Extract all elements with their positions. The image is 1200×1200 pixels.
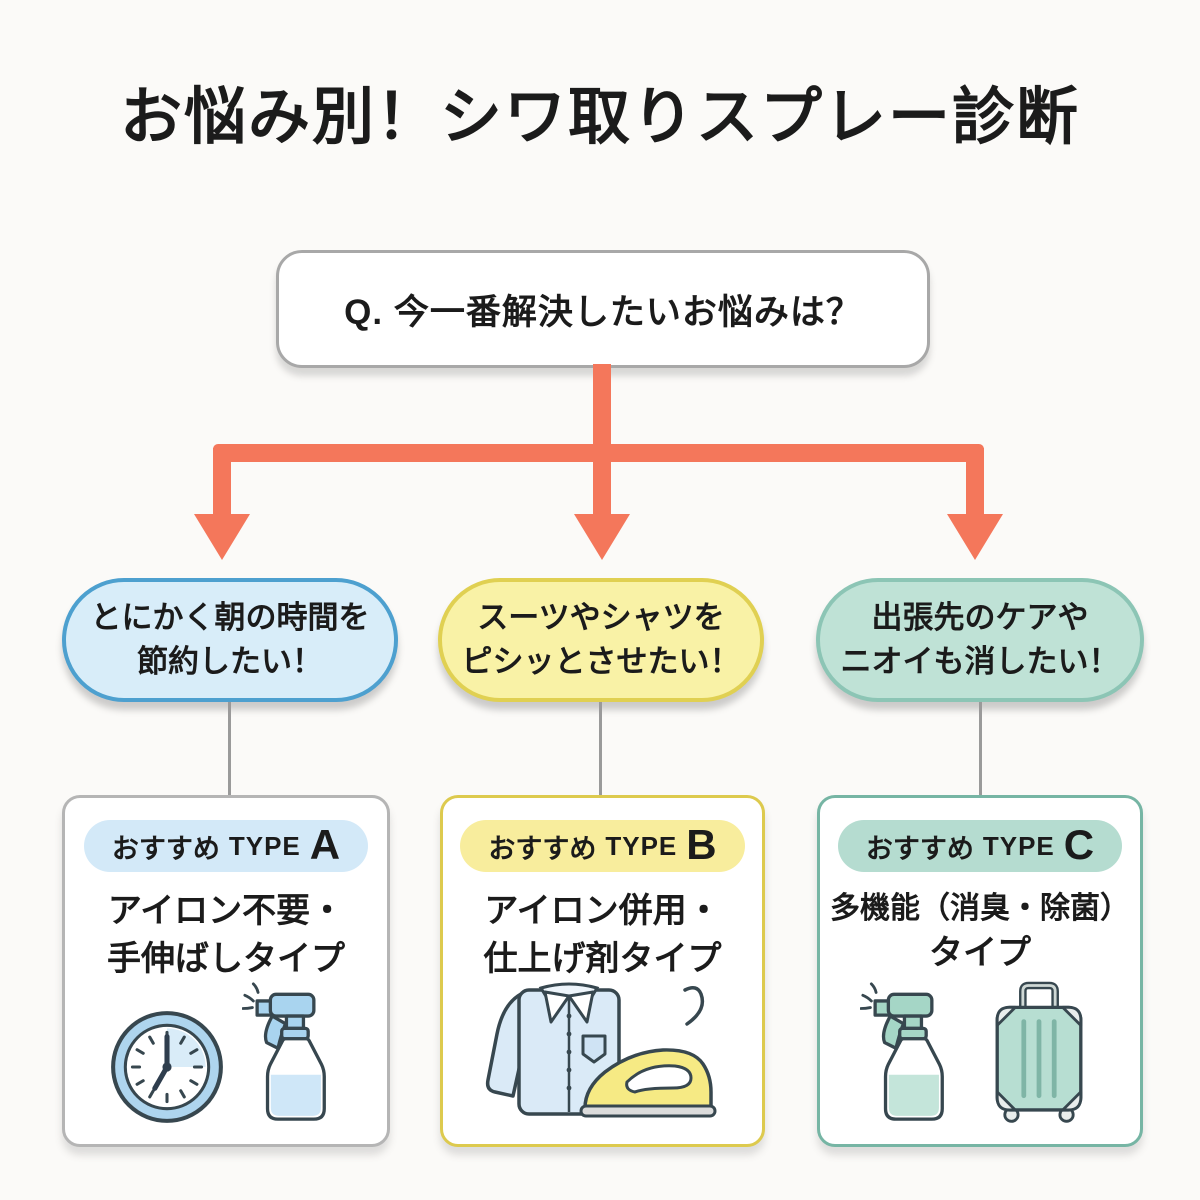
card-title-line: 手伸ばしタイプ (107, 939, 345, 978)
card-title-line: 仕上げ剤タイプ (483, 939, 722, 978)
bubble-text-line: 節約したい！ (137, 644, 323, 679)
bubble-text-line: 出張先のケアや (871, 599, 1089, 635)
question-text: Q. 今一番解決したいお悩みは？ (344, 292, 862, 332)
badge-letter: B (686, 821, 717, 868)
connector-line-a (228, 702, 231, 796)
shirt-icon (485, 982, 621, 1116)
card-title-line: タイプ (929, 934, 1031, 972)
badge-prefix: おすすめ (111, 833, 220, 864)
clock-icon (111, 1011, 223, 1123)
badge-type-b: おすすめ TYPE B (460, 820, 745, 872)
card-type-c: おすすめ TYPE C 多機能（消臭・除菌） タイプ (817, 795, 1143, 1147)
card-title-line: 多機能（消臭・除菌） (830, 892, 1130, 925)
card-type-a: おすすめ TYPE A アイロン不要・ 手伸ばしタイプ (62, 795, 390, 1147)
bubble-save-morning-time: とにかく朝の時間を 節約したい！ (62, 578, 398, 702)
bubble-text-line: ピシッとさせたい！ (461, 644, 741, 679)
badge-letter: A (309, 821, 341, 868)
badge-type-a: おすすめ TYPE A (83, 820, 369, 872)
badge-type-c: おすすめ TYPE C (837, 820, 1123, 872)
card-title-b: アイロン併用・ 仕上げ剤タイプ (484, 888, 722, 983)
card-b-icons (443, 976, 762, 1128)
card-title-c: 多機能（消臭・除菌） タイプ (830, 888, 1130, 978)
badge-letter: C (1063, 821, 1095, 868)
flow-arrows (194, 364, 1003, 560)
badge-type-word: TYPE (982, 830, 1055, 861)
page-title: お悩み別！シワ取りスプレー診断 (119, 83, 1080, 152)
bubble-text-line: ニオイも消したい！ (840, 644, 1120, 679)
bubble-text-line: とにかく朝の時間を (90, 599, 370, 635)
badge-prefix: おすすめ (488, 833, 597, 864)
card-type-b: おすすめ TYPE B アイロン併用・ 仕上げ剤タイプ (440, 795, 765, 1147)
card-c-icons (820, 976, 1140, 1128)
badge-prefix: おすすめ (865, 833, 974, 864)
question-box: Q. 今一番解決したいお悩みは？ (276, 250, 930, 368)
spray-bottle-icon (860, 982, 944, 1121)
badge-type-word: TYPE (228, 830, 301, 861)
card-title-line: アイロン併用・ (484, 892, 721, 930)
badge-type-word: TYPE (605, 830, 678, 861)
iron-icon (579, 986, 716, 1118)
bubble-crisp-suits-shirts: スーツやシャツを ピシッとさせたい！ (438, 578, 764, 702)
connector-line-c (979, 702, 982, 796)
suitcase-icon (995, 981, 1083, 1123)
bubble-travel-care-odor: 出張先のケアや ニオイも消したい！ (816, 578, 1144, 702)
bubble-text-line: スーツやシャツを (477, 599, 725, 635)
card-a-icons (65, 976, 387, 1128)
connector-line-b (599, 702, 602, 796)
card-title-a: アイロン不要・ 手伸ばしタイプ (107, 888, 345, 983)
spray-bottle-icon (242, 982, 326, 1121)
card-title-line: アイロン不要・ (107, 892, 345, 930)
